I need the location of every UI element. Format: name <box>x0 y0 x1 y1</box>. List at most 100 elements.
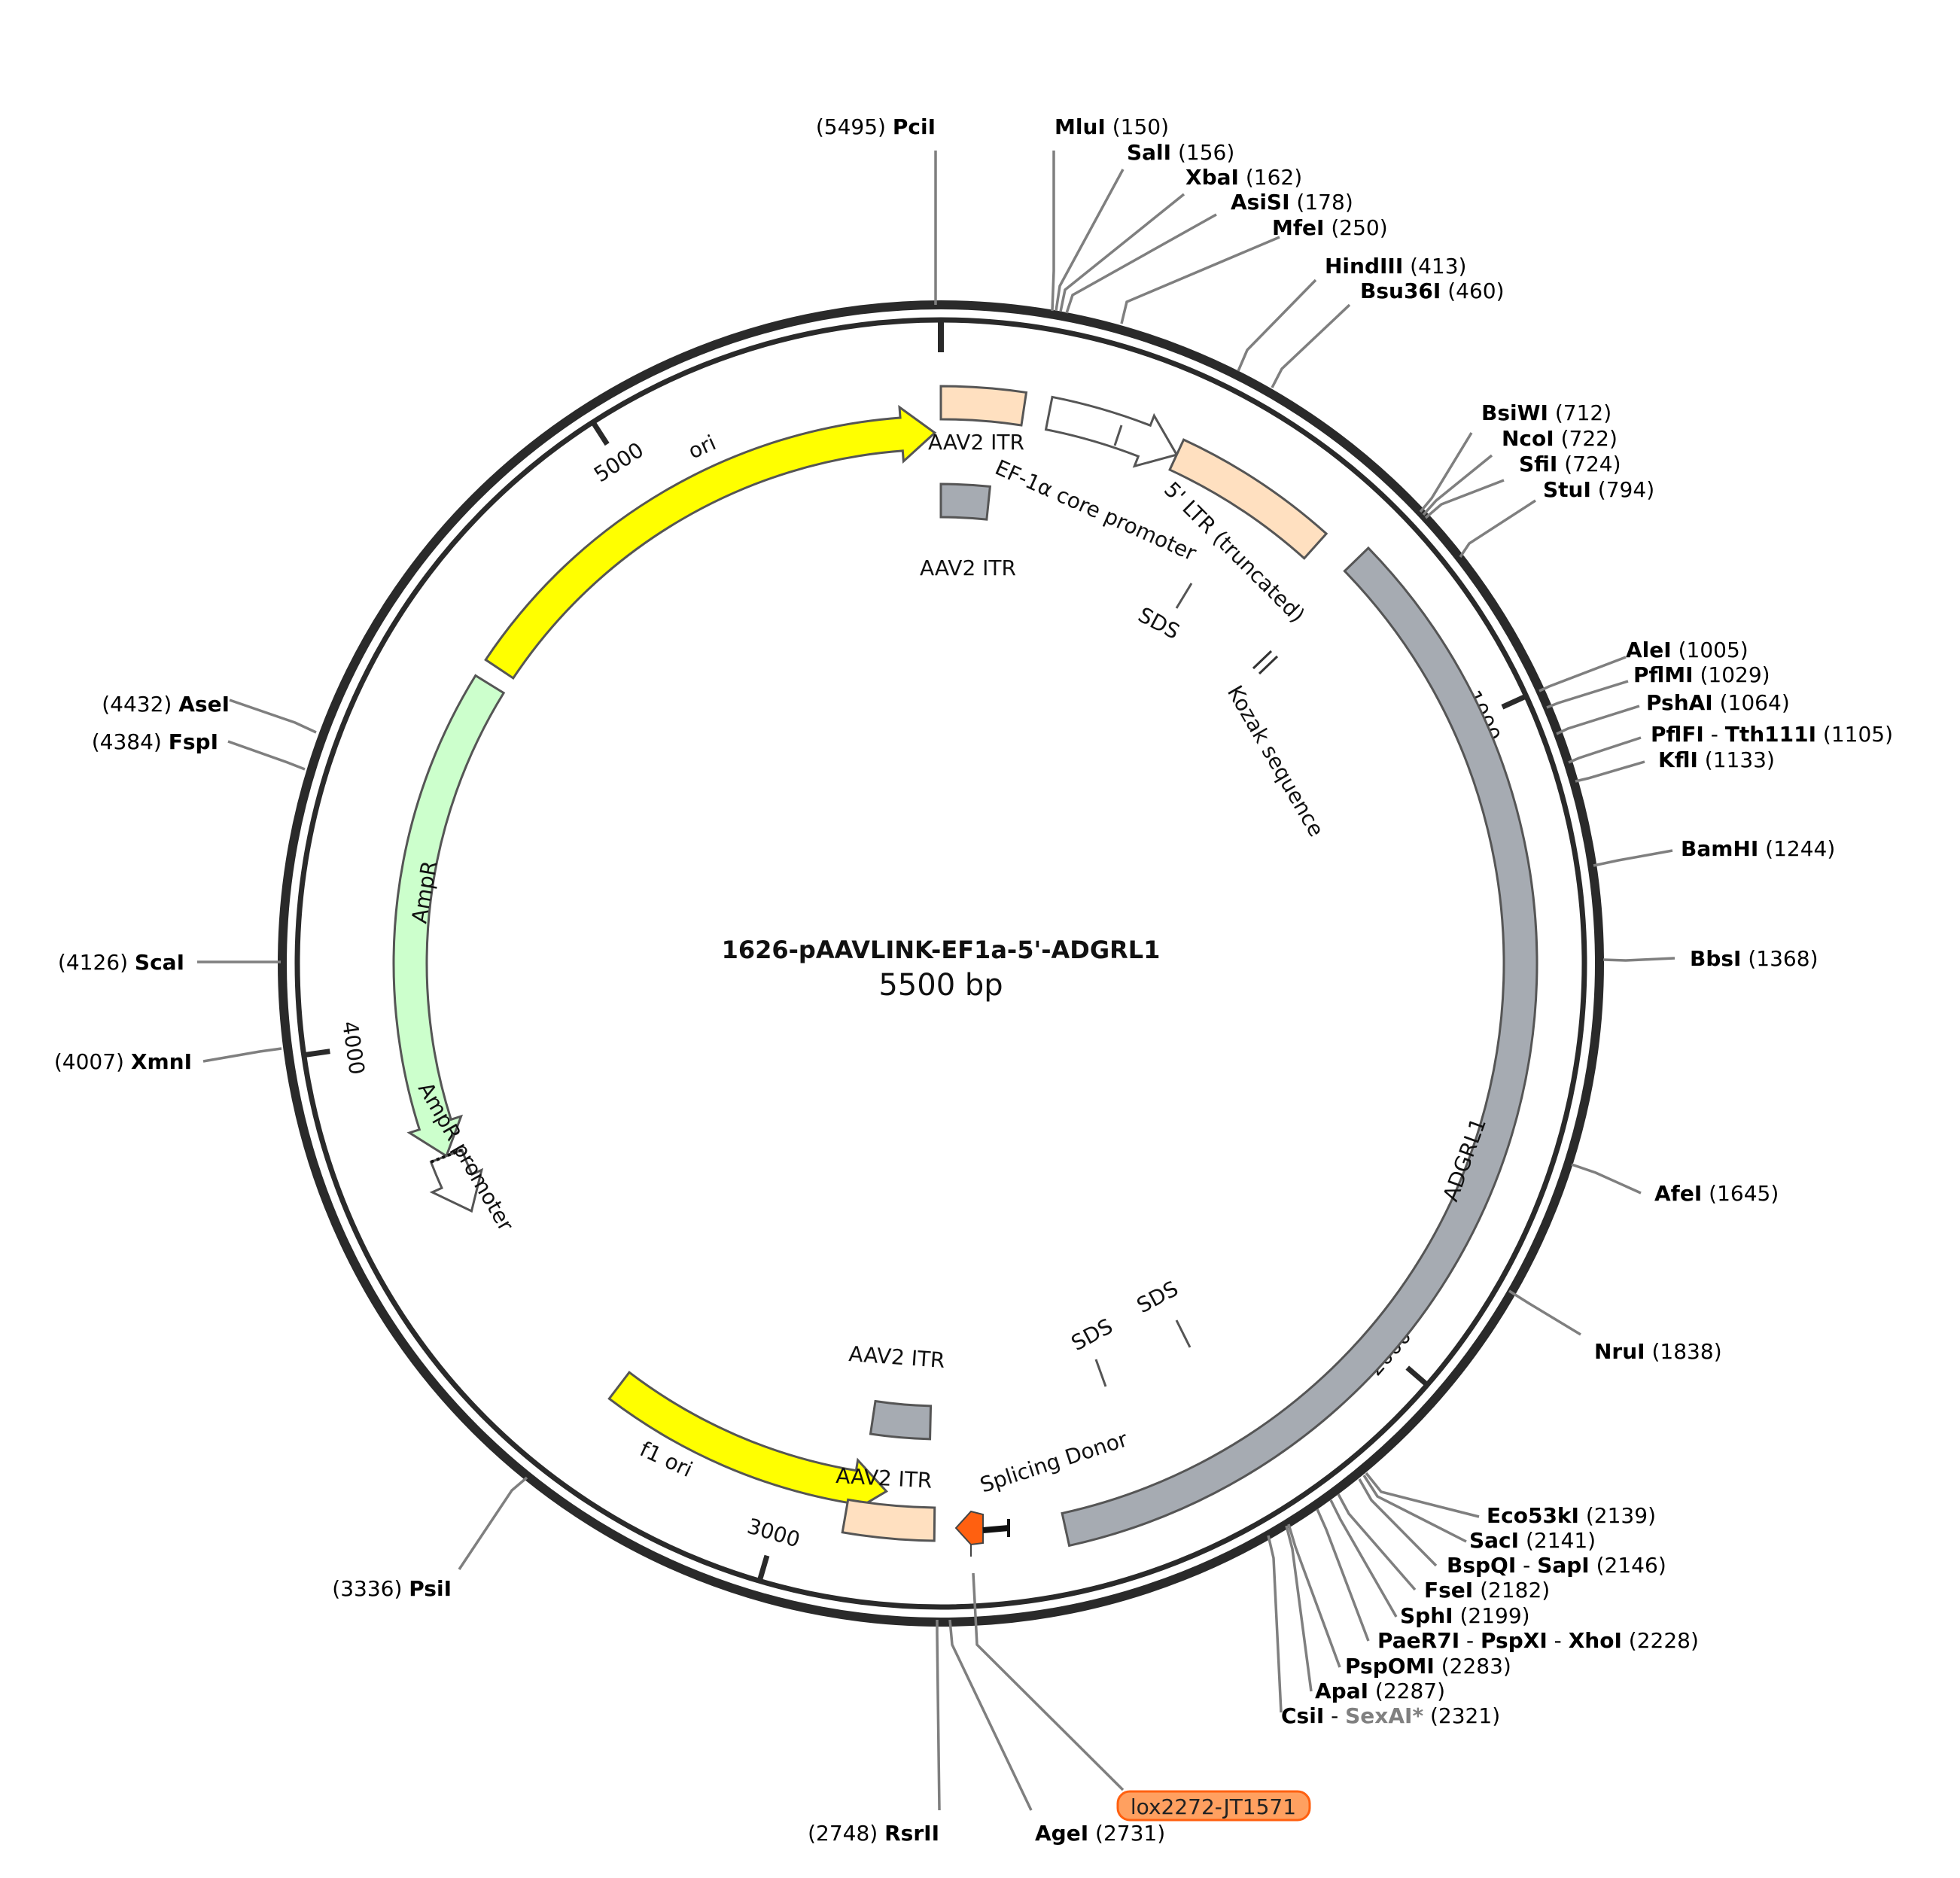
leader-asei <box>229 699 317 734</box>
backbone-outer-ring <box>278 300 1604 1627</box>
site-labels-left: (5495) PciI (4432) AseI (4384) FspI (412… <box>54 114 1165 1846</box>
sds-bottom-left-marker <box>1094 1359 1107 1387</box>
splicing-donor-feature <box>954 1510 1010 1557</box>
leader-fsei <box>1337 1493 1417 1591</box>
site-label-mfei: MfeI (250) <box>1272 215 1388 240</box>
site-label-pshai: PshAI (1064) <box>1646 690 1790 715</box>
tick-5000 <box>590 420 610 446</box>
leader-bsiwi <box>1419 432 1473 513</box>
site-label-asisi: AsiSI (178) <box>1231 190 1353 215</box>
leader-csii <box>1267 1535 1283 1713</box>
leader-sphi <box>1329 1499 1398 1618</box>
site-label-agei: AgeI (2731) <box>1035 1821 1165 1846</box>
site-label-stui: StuI (794) <box>1543 477 1654 502</box>
leader-paer7i <box>1316 1508 1370 1642</box>
aav2-itr-top-label: AAV2 ITR <box>928 430 1024 455</box>
leader-sali <box>1055 169 1125 312</box>
leader-lox <box>972 1572 1125 1791</box>
site-label-alei: AleI (1005) <box>1626 638 1748 662</box>
site-label-afei: AfeI (1645) <box>1654 1181 1779 1206</box>
feature-ltr-truncated <box>1168 438 1328 560</box>
splicing-donor-label: Splicing Donor <box>977 1426 1131 1498</box>
aav2-itr-bottom-label: AAV2 ITR <box>835 1463 933 1493</box>
site-label-pflmi: PflMI (1029) <box>1633 662 1770 687</box>
site-label-nrui: NruI (1838) <box>1594 1339 1722 1364</box>
tick-label-4000: 4000 <box>337 1020 370 1076</box>
sds-top-marker <box>1175 583 1193 609</box>
leader-agei <box>948 1619 1033 1811</box>
feature-ampr <box>392 674 506 1158</box>
site-label-pspomi: PspOMI (2283) <box>1345 1654 1511 1679</box>
tick-label-3000: 3000 <box>744 1514 803 1553</box>
site-label-xmni: (4007) XmnI <box>54 1049 192 1074</box>
feature-ampr-promoter <box>429 1148 484 1213</box>
leader-hindiii <box>1237 279 1317 372</box>
site-label-bbsi: BbsI (1368) <box>1690 946 1818 971</box>
leader-mlui <box>1051 151 1055 312</box>
site-label-kfli: KflI (1133) <box>1658 747 1775 772</box>
tick-2000 <box>1405 1365 1429 1387</box>
leader-ncoi <box>1422 454 1493 516</box>
site-label-scai: (4126) ScaI <box>58 950 184 975</box>
kozak-marker-1 <box>1252 650 1273 670</box>
feature-aav2-itr-top <box>939 385 1028 427</box>
leader-mfei <box>1120 236 1280 324</box>
leader-eco53ki <box>1365 1472 1480 1518</box>
tick-4000 <box>303 1049 330 1058</box>
site-label-paer7i: PaeR7I - PspXI - XhoI (2228) <box>1377 1628 1699 1653</box>
feature-aav2-itr-inner-top <box>939 482 992 521</box>
site-label-ncoi: NcoI (722) <box>1502 426 1618 451</box>
leader-bbsi <box>1602 957 1675 962</box>
plasmid-name: 1626-pAAVLINK-EF1a-5'-ADGRL1 <box>722 936 1161 964</box>
leader-saci <box>1362 1475 1467 1543</box>
lox-badge-box <box>1116 1790 1311 1822</box>
site-label-bspqi: BspQI - SapI (2146) <box>1447 1553 1666 1578</box>
tick-3000 <box>756 1554 770 1582</box>
leader-fspi <box>227 740 306 771</box>
ampr-promoter-label: AmpR promoter <box>413 1078 519 1236</box>
site-label-fsei: FseI (2182) <box>1424 1578 1550 1603</box>
feature-adgrl1 <box>1061 546 1538 1548</box>
sds-bottom-right-label: SDS <box>1133 1276 1182 1318</box>
site-label-asei: (4432) AseI <box>102 692 230 717</box>
site-label-apai: ApaI (2287) <box>1315 1679 1445 1703</box>
features-layer <box>392 385 1538 1548</box>
leader-psii <box>458 1476 528 1570</box>
site-label-eco53ki: Eco53kI (2139) <box>1487 1503 1656 1528</box>
leader-xbai <box>1059 193 1185 312</box>
feature-ef1a-promoter <box>1044 395 1179 468</box>
site-label-bsiwi: BsiWI (712) <box>1481 400 1612 425</box>
ori-label: ori <box>684 430 720 464</box>
feature-aav2-itr-inner-bottom <box>869 1399 933 1441</box>
site-label-rsrii: (2748) RsrII <box>808 1821 939 1846</box>
aav2-itr-inner-bottom-label: AAV2 ITR <box>848 1341 946 1373</box>
leader-nrui <box>1508 1289 1581 1336</box>
leader-afei <box>1571 1163 1642 1195</box>
tick-1000 <box>1501 693 1528 710</box>
ef1a-label: EF-1α core promoter <box>991 455 1200 566</box>
site-label-pcii: (5495) PciI <box>816 114 936 139</box>
lox-badge: lox2272-JT1571 <box>1116 1790 1311 1822</box>
feature-ori <box>484 404 937 680</box>
leader-pflfi <box>1568 736 1642 764</box>
sds-bottom-left-label: SDS <box>1067 1313 1117 1356</box>
leader-pspomi <box>1287 1523 1341 1668</box>
site-labels-right: MluI (150) SalI (156) XbaI (162) AsiSI (… <box>1055 114 1893 1728</box>
feature-f1-ori <box>607 1371 888 1516</box>
site-label-sali: SalI (156) <box>1127 140 1234 165</box>
tick-label-5000: 5000 <box>589 437 648 487</box>
leader-xmni <box>202 1047 282 1063</box>
leader-bamhi <box>1593 849 1673 867</box>
site-label-hindiii: HindIII (413) <box>1325 254 1466 279</box>
leader-stui <box>1459 499 1536 558</box>
site-leaders <box>197 151 1675 1811</box>
lox-badge-label: lox2272-JT1571 <box>1131 1794 1296 1819</box>
feature-aav2-itr-bottom <box>841 1498 936 1542</box>
leader-rsrii <box>936 1620 941 1811</box>
site-label-bsu36i: Bsu36I (460) <box>1360 279 1505 303</box>
kozak-marker-2 <box>1258 655 1279 675</box>
splicing-donor-bar <box>982 1525 1009 1533</box>
kozak-label: Kozak sequence <box>1222 681 1329 841</box>
leader-apai <box>1285 1525 1313 1692</box>
